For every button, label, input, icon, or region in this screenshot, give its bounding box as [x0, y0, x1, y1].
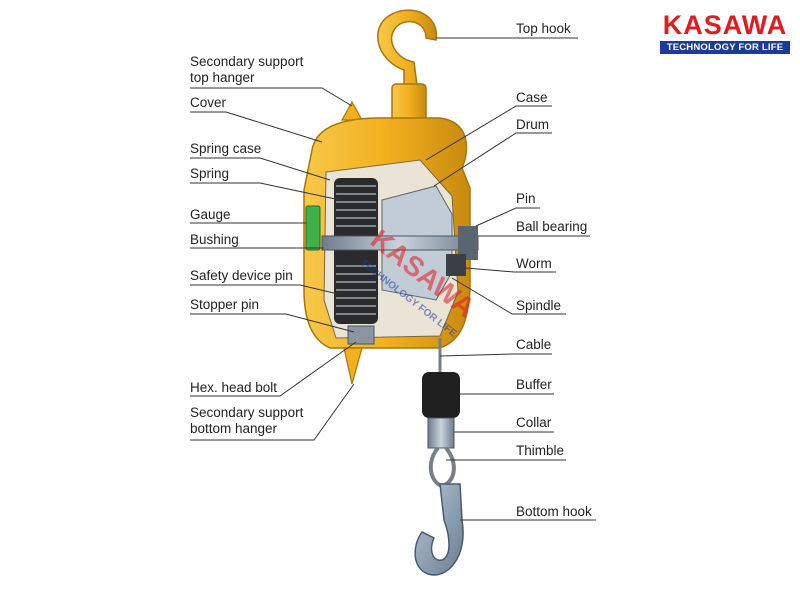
top-hook	[377, 9, 437, 125]
label-safety-device-pin: Safety device pin	[190, 268, 293, 283]
label-spindle: Spindle	[516, 298, 562, 313]
label-secondary-support-top-hanger: Secondary support top hanger	[190, 54, 304, 85]
label-bottom-hook: Bottom hook	[516, 504, 592, 519]
top-hanger	[340, 100, 364, 121]
label-pin: Pin	[516, 191, 536, 206]
label-collar: Collar	[516, 415, 552, 430]
right-leader-lines	[425, 37, 596, 521]
buffer	[422, 372, 460, 418]
worm	[446, 254, 466, 276]
spring	[334, 178, 378, 324]
label-bushing: Bushing	[190, 232, 239, 247]
balancer-body	[303, 117, 479, 385]
bottom-hook	[414, 483, 464, 576]
label-buffer: Buffer	[516, 377, 552, 392]
collar	[427, 417, 455, 449]
label-spring-case: Spring case	[190, 141, 262, 156]
label-cover: Cover	[190, 95, 227, 110]
logo-brand: KASAWA	[662, 10, 788, 40]
label-spring: Spring	[190, 166, 230, 181]
thimble	[428, 446, 456, 489]
label-drum: Drum	[516, 117, 549, 132]
label-cable: Cable	[516, 337, 552, 352]
hex-bolt	[347, 325, 375, 345]
label-stopper-pin: Stopper pin	[190, 297, 260, 312]
label-worm: Worm	[516, 256, 552, 271]
left-leader-lines	[190, 87, 357, 441]
kasawa-logo: KASAWA TECHNOLOGY FOR LIFE	[660, 10, 790, 54]
label-secondary-support-bottom-hanger: Secondary support bottom hanger	[190, 405, 304, 436]
label-gauge: Gauge	[190, 207, 231, 222]
label-top-hook: Top hook	[516, 21, 571, 36]
label-ball-bearing: Ball bearing	[516, 219, 588, 234]
bottom-hanger	[343, 347, 363, 385]
label-hex-head-bolt: Hex. head bolt	[190, 380, 278, 395]
label-case: Case	[516, 90, 548, 105]
label-thimble: Thimble	[516, 443, 565, 458]
gauge	[305, 205, 321, 251]
logo-tagline: TECHNOLOGY FOR LIFE	[660, 41, 790, 54]
